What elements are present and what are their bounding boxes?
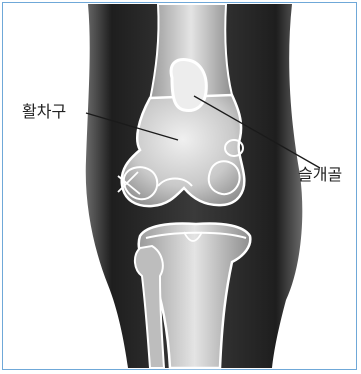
patella-label: 슬개골 <box>298 167 342 183</box>
trochlea-label: 활차구 <box>22 104 66 120</box>
patella <box>171 60 206 111</box>
